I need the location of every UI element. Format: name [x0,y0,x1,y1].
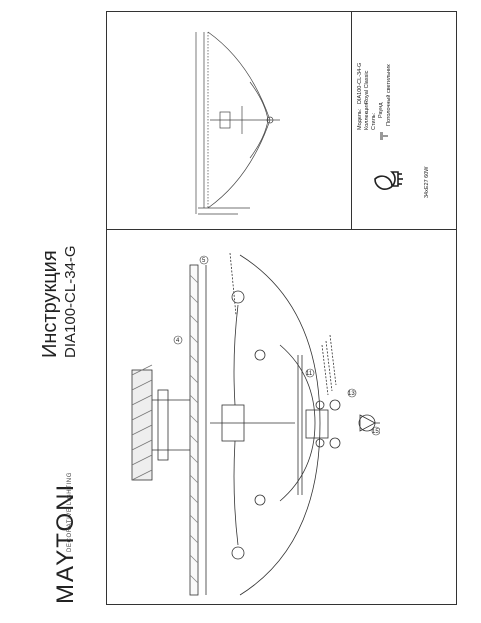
model-label: Модель: [357,108,363,130]
collection-label: Коллекция: [364,101,370,130]
drawing-frame [106,11,457,605]
style-label: Стиль: [371,112,377,130]
part-number-label: 13 [348,391,355,397]
collection-value: Royal Classic [364,70,370,104]
style-value: Раунд [378,102,384,118]
document-model-code: DIA100-CL-34-G [62,245,79,358]
info-divider-horizontal [106,229,457,230]
info-divider-vertical [351,11,352,229]
document-title: Инструкция [39,250,61,358]
brand-tagline: DECORATIVE LIGHTING [67,472,73,552]
lamp-spec: 34xE27 60W [424,166,430,199]
part-number-label: 5 [202,258,206,264]
exploded-assembly-drawing: 4 5 11 13 15 [131,252,380,596]
type-value: Потолочный светильник [386,64,392,126]
overview-dimension-drawing [195,31,280,215]
ceiling-lamp-icon [380,132,388,140]
light-bulb-icon [374,171,403,190]
brand-logo: MAYTONI [52,482,79,604]
part-number-label: 11 [306,371,313,377]
part-number-label: 4 [176,338,180,344]
model-value: DIA100-CL-34-G [357,62,363,104]
part-number-label: 15 [372,429,379,435]
